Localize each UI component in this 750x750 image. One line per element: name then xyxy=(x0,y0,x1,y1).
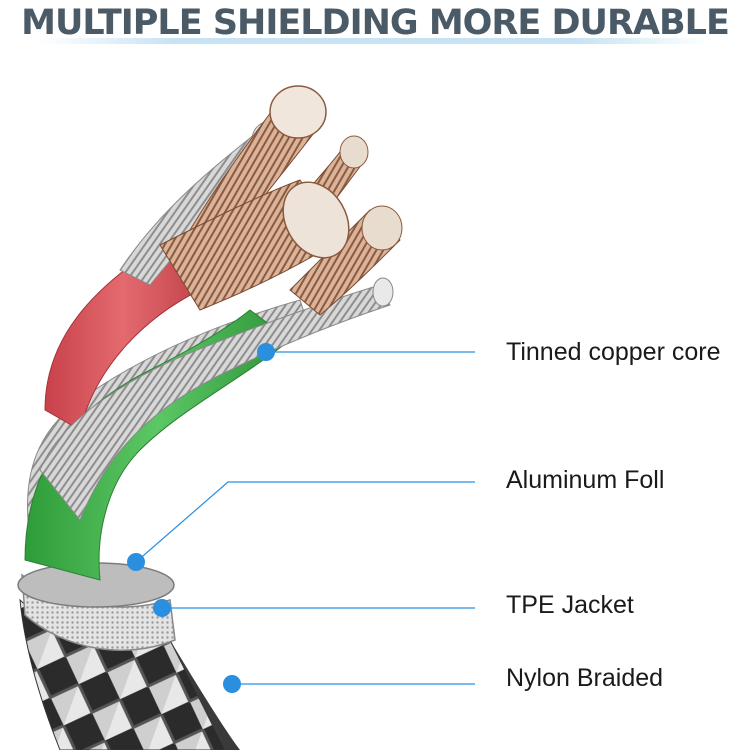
callout-dot-aluminum-foil xyxy=(127,553,145,571)
title-band: MULTIPLE SHIELDING MORE DURABLE xyxy=(0,0,750,50)
label-tinned-copper-core: Tinned copper core xyxy=(506,338,721,366)
callout-dot-nylon-braided xyxy=(223,675,241,693)
callout-dot-tpe-jacket xyxy=(153,599,171,617)
callout-dots xyxy=(127,343,275,693)
label-tpe-jacket: TPE Jacket xyxy=(506,591,634,619)
silver-strand-front xyxy=(39,284,391,521)
label-nylon-braided: Nylon Braided xyxy=(506,664,664,692)
page-title: MULTIPLE SHIELDING MORE DURABLE xyxy=(21,3,730,43)
label-aluminum-foil: Aluminum Foll xyxy=(506,466,665,494)
callout-dot-copper-core xyxy=(257,343,275,361)
title-underline xyxy=(40,38,710,44)
callout-lines xyxy=(135,351,475,685)
